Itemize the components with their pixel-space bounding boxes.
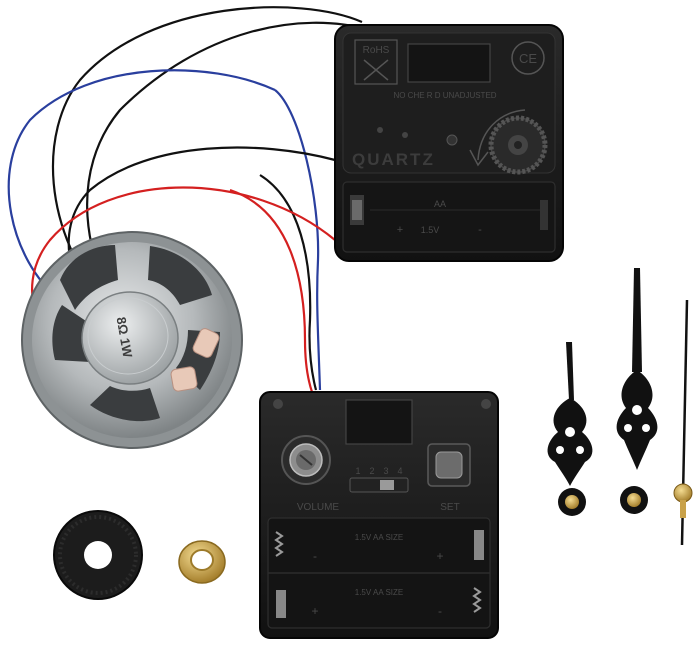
bay-plus-bottom: +: [311, 604, 318, 618]
rohs-box: [354, 39, 398, 85]
wire-black-4: [259, 174, 318, 391]
ce-mark: CE: [519, 51, 537, 66]
switch-pos-4: 4: [397, 466, 402, 476]
switch-pos-1: 1: [355, 466, 360, 476]
bay-plus-top: +: [436, 549, 443, 563]
wire-blue-2: [274, 89, 322, 391]
bay-minus-bottom: -: [438, 604, 442, 618]
clock-movement-bottom: 1 2 3 4 VOLUME SET 1.5V AA SIZE 1.5V AA …: [259, 391, 499, 639]
set-button: [427, 443, 471, 487]
rohs-mark: RoHS: [363, 45, 390, 56]
top-voltage-label: 1.5V: [421, 225, 440, 235]
battery-bottom-label: 1.5V AA SIZE: [355, 588, 403, 597]
top-aa-label: AA: [434, 199, 446, 209]
bottom-label-window: [345, 399, 413, 445]
speaker: 8Ω 1W: [21, 231, 243, 449]
second-hand: [673, 299, 693, 546]
speaker-magnet: [81, 291, 179, 385]
speaker-terminal-1: [192, 328, 220, 358]
quartz-label: QUARTZ: [352, 150, 435, 169]
top-plus-label: +: [397, 224, 403, 236]
volume-knob: [281, 435, 331, 485]
speaker-terminal-2: [170, 366, 198, 392]
setting-gear: [488, 115, 548, 175]
switch-pos-3: 3: [383, 466, 388, 476]
clock-movement-top: RoHS CE NO CHE R D UNADJUSTED QUARTZ AA …: [334, 24, 564, 262]
movement-top-battery-bay: [342, 181, 556, 253]
fine-print: NO CHE R D UNADJUSTED: [393, 91, 496, 100]
switch-pos-2: 2: [369, 466, 374, 476]
volume-label: VOLUME: [297, 502, 340, 513]
minute-hand: [616, 268, 658, 514]
hour-hand: [547, 342, 593, 516]
battery-top-label: 1.5V AA SIZE: [355, 533, 403, 542]
top-minus-label: -: [478, 224, 482, 236]
rubber-washer: [53, 510, 143, 600]
wire-red-2: [229, 188, 314, 393]
label-window: [407, 43, 491, 83]
set-label: SET: [440, 502, 459, 513]
ce-circle: [511, 41, 545, 75]
bay-minus-top: -: [313, 549, 317, 563]
mode-switch: 1 2 3 4: [349, 466, 409, 493]
brass-hex-nut: [178, 540, 226, 584]
speaker-label: 8Ω 1W: [114, 316, 136, 359]
